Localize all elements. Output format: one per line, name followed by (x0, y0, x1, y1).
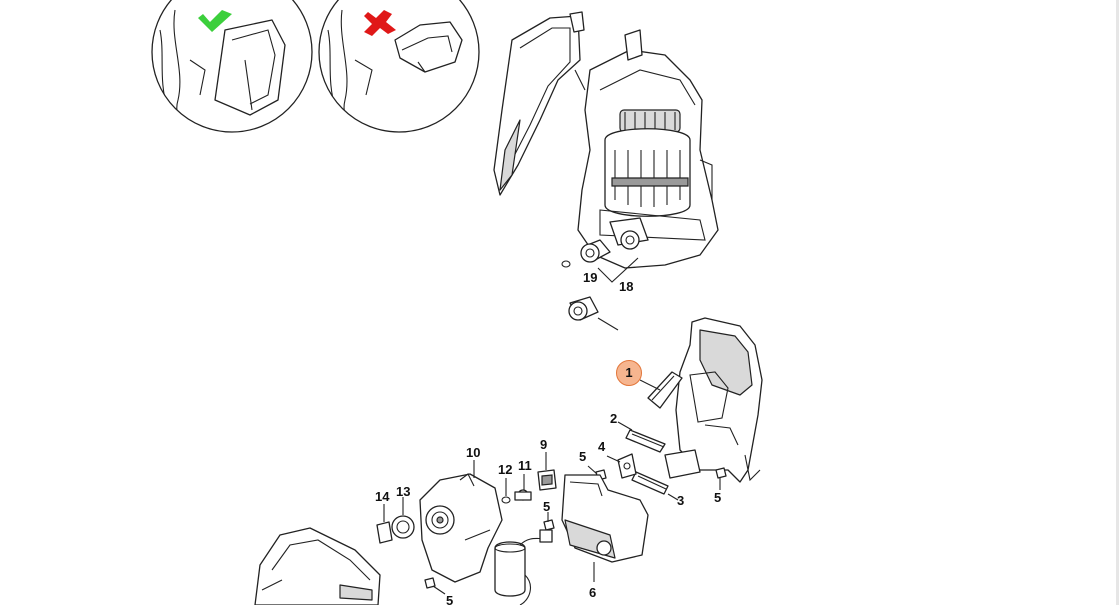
leader-18-19 (597, 257, 639, 283)
callout-11[interactable]: 11 (518, 458, 532, 473)
callout-3[interactable]: 3 (677, 493, 685, 508)
part-9-switch (537, 452, 557, 491)
part-2-bar (625, 429, 666, 453)
part-12-oring (501, 478, 511, 504)
callout-2[interactable]: 2 (610, 411, 618, 426)
part-1-lever (647, 371, 683, 409)
callout-12[interactable]: 12 (498, 462, 513, 477)
callout-1[interactable]: 1 (616, 360, 642, 386)
part-5-screws (424, 465, 727, 595)
part-14-insert (376, 504, 393, 544)
part-4-clip (617, 453, 637, 479)
part-capacitor (494, 529, 553, 606)
leader-4 (606, 455, 621, 463)
callout-9[interactable]: 9 (540, 437, 548, 452)
leader-1 (639, 379, 661, 391)
part-motor-pump-unit (577, 29, 719, 269)
part-inlet-fitting (561, 239, 611, 268)
callout-10[interactable]: 10 (466, 445, 481, 460)
part-6-bracket (561, 474, 649, 582)
leader-3 (667, 493, 679, 501)
detail-circle-incorrect (318, 0, 480, 133)
callout-13[interactable]: 13 (396, 484, 411, 499)
callout-5-d[interactable]: 5 (446, 593, 454, 608)
part-10-motor-cover (419, 460, 503, 583)
callout-6[interactable]: 6 (589, 585, 597, 600)
checkmark-icon (198, 10, 232, 32)
part-side-cover (493, 11, 586, 196)
cross-icon (364, 10, 396, 36)
vertical-scrollbar[interactable] (1116, 0, 1119, 605)
detail-circle-correct (151, 0, 313, 133)
part-13-cap (391, 497, 415, 539)
callout-18[interactable]: 18 (619, 279, 634, 294)
callout-19[interactable]: 19 (583, 270, 598, 285)
callout-5-a[interactable]: 5 (579, 449, 587, 464)
part-rear-housing (664, 317, 763, 483)
callout-5-c[interactable]: 5 (543, 499, 551, 514)
callout-5-b[interactable]: 5 (714, 490, 722, 505)
part-outlet-fitting (568, 296, 619, 331)
leader-2 (617, 421, 633, 431)
part-11-fitting (514, 474, 532, 501)
callout-4[interactable]: 4 (598, 439, 606, 454)
callout-14[interactable]: 14 (375, 489, 390, 504)
part-3-bar (631, 471, 669, 495)
part-lower-housing (254, 527, 381, 606)
